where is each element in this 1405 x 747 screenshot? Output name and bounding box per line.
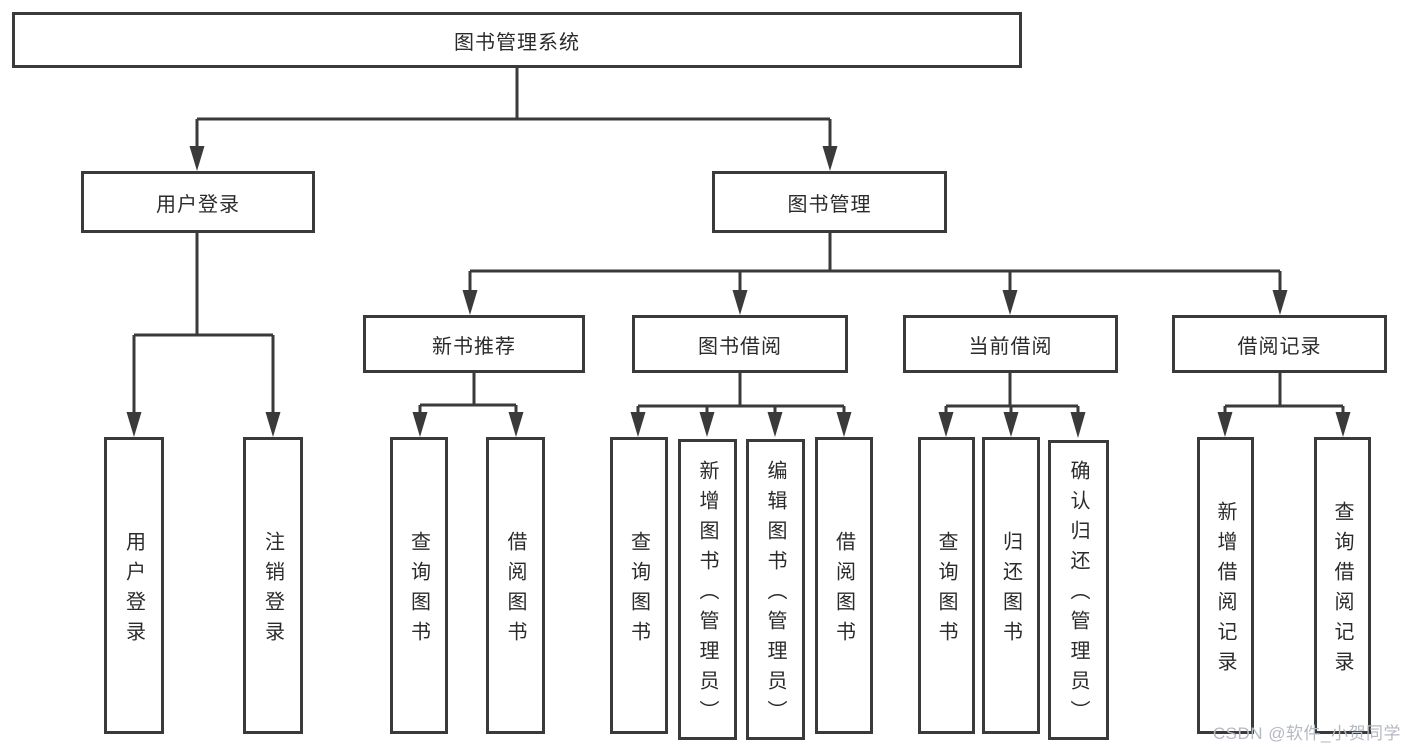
node-current-query-books-leaf: 查询图书 xyxy=(918,437,975,734)
node-borrowing-borrow-books-leaf: 借阅图书 xyxy=(815,437,873,734)
connector-new-book-children xyxy=(412,373,524,437)
node-borrowing-query-books-leaf: 查询图书 xyxy=(610,437,668,734)
node-current-borrowing: 当前借阅 xyxy=(903,315,1118,373)
connector-root-to-level2 xyxy=(189,68,838,171)
connector-book-borrowing-children xyxy=(630,373,852,437)
node-borrowing-records: 借阅记录 xyxy=(1172,315,1387,373)
connector-book-management-children xyxy=(462,233,1288,315)
node-book-management: 图书管理 xyxy=(712,171,947,233)
connector-borrowing-records-children xyxy=(1217,373,1351,437)
node-user-login-leaf: 用户登录 xyxy=(104,437,164,734)
csdn-watermark: CSDN @软件_小贺同学 xyxy=(1212,724,1401,743)
connector-user-login-children xyxy=(126,233,281,437)
node-library-system: 图书管理系统 xyxy=(12,12,1022,68)
node-new-book-recommendation: 新书推荐 xyxy=(363,315,585,373)
node-user-login: 用户登录 xyxy=(81,171,315,233)
node-borrowing-add-book-admin-leaf: 新增图书（管理员） xyxy=(678,439,737,740)
node-current-confirm-return-admin-leaf: 确认归还（管理员） xyxy=(1048,440,1109,740)
node-borrowing-edit-book-admin-leaf: 编辑图书（管理员） xyxy=(746,439,805,740)
node-logout-login-leaf: 注销登录 xyxy=(243,437,303,734)
node-book-borrowing: 图书借阅 xyxy=(632,315,848,373)
node-records-add-borrow-record-leaf: 新增借阅记录 xyxy=(1197,437,1254,734)
node-newbook-borrow-books-leaf: 借阅图书 xyxy=(486,437,545,734)
node-newbook-query-books-leaf: 查询图书 xyxy=(390,437,448,734)
node-records-query-borrow-record-leaf: 查询借阅记录 xyxy=(1314,437,1371,734)
node-current-return-books-leaf: 归还图书 xyxy=(982,437,1040,734)
connector-current-borrowing-children xyxy=(938,373,1086,438)
